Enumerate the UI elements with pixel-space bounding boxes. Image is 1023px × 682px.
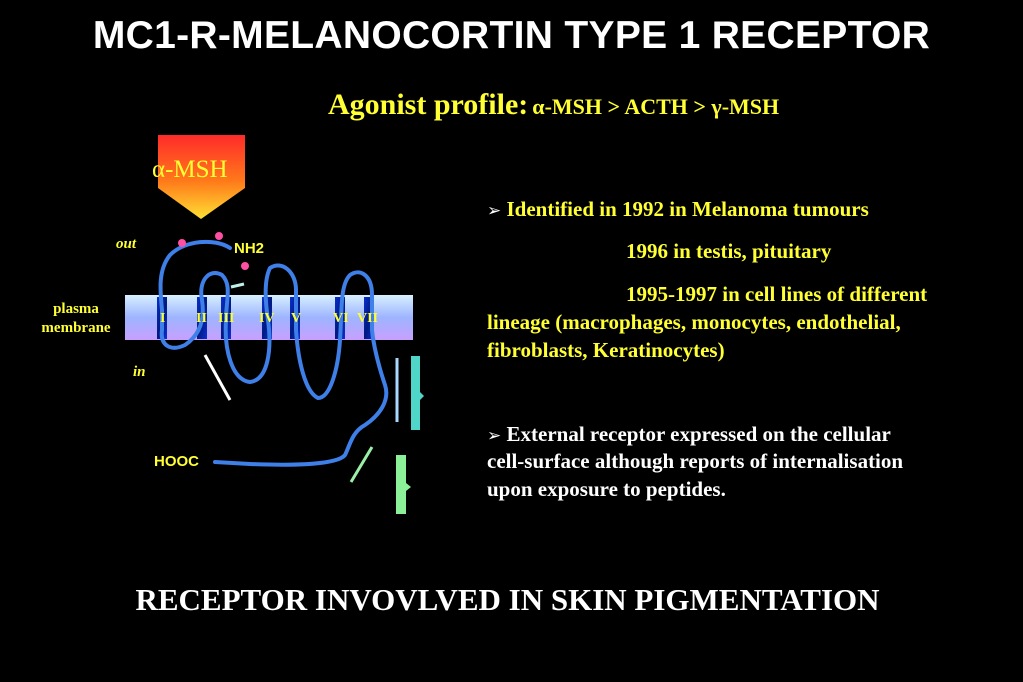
helix-label: IV	[259, 311, 275, 326]
bullet-arrow-icon: ➢	[487, 201, 502, 221]
glycosylation-dot	[215, 232, 223, 240]
out-label: out	[116, 236, 137, 252]
bullet-1-text: Identified in 1992 in Melanoma tumours	[506, 197, 869, 221]
bracket-shape	[411, 356, 424, 430]
agonist-profile-lead: Agonist profile:	[328, 88, 529, 121]
agonist-gamma: γ	[711, 94, 722, 119]
bullet-1-line3: 1995-1997 in cell lines of different	[626, 282, 928, 306]
accent-line	[230, 282, 245, 289]
bracket-shape	[396, 455, 411, 514]
agonist-alpha: α	[532, 94, 545, 119]
membrane-label-line2: membrane	[41, 320, 111, 336]
in-label: in	[133, 364, 146, 380]
helix-label: VII	[357, 311, 379, 326]
ligand-label: α-MSH	[152, 156, 228, 183]
accent-line	[349, 446, 374, 483]
bullet-1-line1: ➢ Identified in 1992 in Melanoma tumours	[487, 195, 869, 225]
agonist-profile: Agonist profile: α-MSH > ACTH > γ-MSH	[328, 88, 779, 122]
helix-label: I	[160, 311, 166, 326]
bullet-2-line1: ➢ External receptor expressed on the cel…	[487, 420, 891, 450]
bullet-2-text: External receptor expressed on the cellu…	[506, 422, 891, 446]
bullet-arrow-icon: ➢	[487, 426, 502, 446]
ligand-arrow	[158, 135, 245, 219]
bullet-1-line2: 1996 in testis, pituitary	[626, 239, 832, 263]
bullet-1-line4: lineage (macrophages, monocytes, endothe…	[487, 310, 901, 334]
helix-label: VI	[333, 311, 349, 326]
glycosylation-dot	[178, 239, 186, 247]
accent-line	[203, 354, 232, 401]
membrane-label: plasma membrane	[30, 300, 122, 338]
helix-label: II	[196, 311, 207, 326]
helix-label: III	[218, 311, 235, 326]
agonist-profile-part1: -MSH > ACTH >	[544, 94, 712, 119]
hooc-label: HOOC	[154, 453, 199, 470]
bullet-2-line2: cell-surface although reports of interna…	[487, 449, 904, 473]
helix-label: V	[291, 311, 302, 326]
glycosylation-dot	[241, 262, 249, 270]
nh2-label: NH2	[234, 240, 265, 257]
bullet-1-line5: fibroblasts, Keratinocytes)	[487, 338, 725, 362]
receptor-chain	[158, 239, 389, 467]
footer-heading: RECEPTOR INVOVLVED IN SKIN PIGMENTATION	[135, 582, 880, 617]
bullet-2-line3: upon exposure to peptides.	[487, 477, 726, 501]
slide-title: MC1-R-MELANOCORTIN TYPE 1 RECEPTOR	[92, 14, 931, 57]
membrane-label-line1: plasma	[53, 301, 99, 317]
agonist-profile-part2: -MSH	[721, 94, 780, 119]
